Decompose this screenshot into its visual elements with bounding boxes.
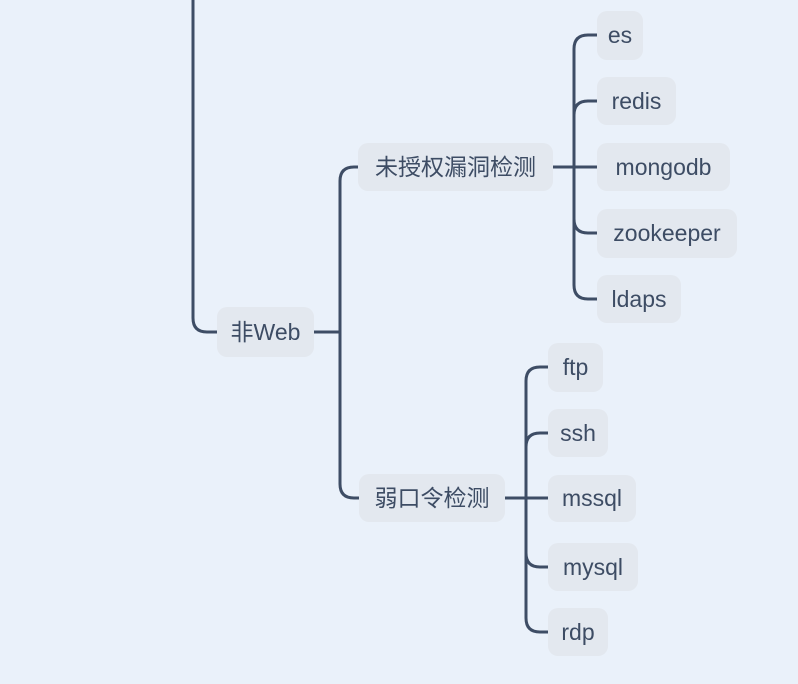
connector-zookeeper-hook bbox=[572, 217, 599, 235]
connector-weakpwd-children-trunk bbox=[524, 365, 550, 634]
node-mysql[interactable]: mysql bbox=[548, 543, 638, 591]
connector-unauth-children-trunk bbox=[572, 33, 599, 301]
node-es[interactable]: es bbox=[597, 11, 643, 60]
node-ssh[interactable]: ssh bbox=[548, 409, 608, 457]
node-redis[interactable]: redis bbox=[597, 77, 676, 125]
connector-branch-trunk bbox=[338, 165, 361, 500]
node-ftp[interactable]: ftp bbox=[548, 343, 603, 392]
node-unauthorized-vuln-detect[interactable]: 未授权漏洞检测 bbox=[358, 143, 553, 191]
node-zookeeper[interactable]: zookeeper bbox=[597, 209, 737, 258]
node-weak-password-detect[interactable]: 弱口令检测 bbox=[359, 474, 505, 522]
node-ldaps[interactable]: ldaps bbox=[597, 275, 681, 323]
connector-mysql-hook bbox=[524, 551, 550, 569]
connector-redis-hook bbox=[572, 99, 599, 117]
connector-ssh-hook bbox=[524, 431, 550, 449]
node-mongodb[interactable]: mongodb bbox=[597, 143, 730, 191]
connector-parent-trunk-to-nonweb bbox=[191, 0, 219, 334]
node-rdp[interactable]: rdp bbox=[548, 608, 608, 656]
node-nonweb[interactable]: 非Web bbox=[217, 307, 314, 357]
node-mssql[interactable]: mssql bbox=[548, 475, 636, 522]
